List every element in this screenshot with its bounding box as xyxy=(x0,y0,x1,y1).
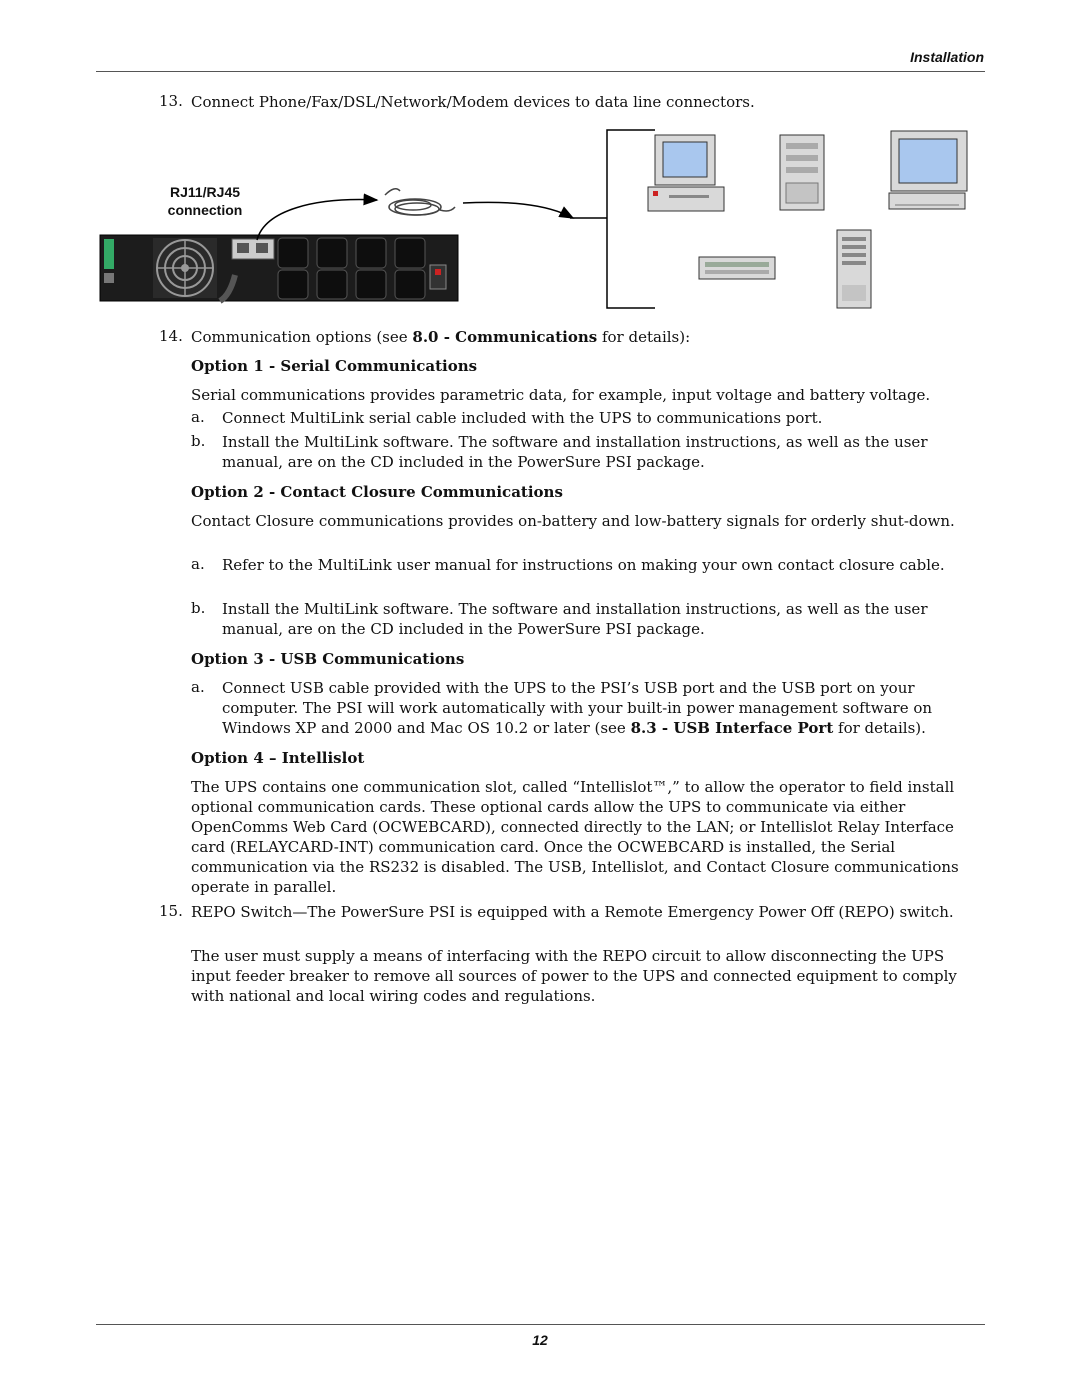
step-14-text: Communication options (see 8.0 - Communi… xyxy=(191,328,691,346)
option-1-intro: Serial communications provides parametri… xyxy=(191,386,931,404)
step-13-number: 13. xyxy=(159,92,183,110)
list-item-letter: a. xyxy=(191,555,205,573)
step-13-text: Connect Phone/Fax/DSL/Network/Modem devi… xyxy=(191,93,755,111)
footer-rule xyxy=(96,1324,985,1325)
page-number: 12 xyxy=(532,1332,548,1348)
header-rule xyxy=(96,71,985,72)
step-15-note: The user must supply a means of interfac… xyxy=(191,947,957,1005)
data-line-port-icon xyxy=(231,238,275,260)
ups-rear-panel xyxy=(99,234,459,304)
section-title: Installation xyxy=(910,49,984,65)
network-hub-icon xyxy=(698,256,776,280)
outlet-icons xyxy=(277,237,426,300)
computer-monitor-icon xyxy=(888,130,968,210)
option-1-heading: Option 1 - Serial Communications xyxy=(191,357,478,375)
list-item: Connect MultiLink serial cable included … xyxy=(222,409,823,427)
figure-label-line1: RJ11/RJ45 xyxy=(169,184,241,200)
tower-server-icon xyxy=(779,134,825,211)
list-item: Refer to the MultiLink user manual for i… xyxy=(222,556,945,574)
phone-cable-icon xyxy=(384,188,456,216)
option-2-intro: Contact Closure communications provides … xyxy=(191,512,955,530)
option-4-heading: Option 4 – Intellislot xyxy=(191,749,365,767)
option-2-heading: Option 2 - Contact Closure Communication… xyxy=(191,483,563,501)
device-bracket xyxy=(606,129,655,309)
step-15-text: REPO Switch—The PowerSure PSI is equippe… xyxy=(191,903,954,921)
list-item: Install the MultiLink software. The soft… xyxy=(222,433,928,471)
fan-grille-icon xyxy=(153,238,217,298)
section-ref-communications: 8.0 - Communications xyxy=(412,328,598,346)
section-ref-usb-port: 8.3 - USB Interface Port xyxy=(630,719,834,737)
desktop-computer-icon xyxy=(647,134,725,212)
arrow-to-cable xyxy=(256,193,379,241)
list-item-letter: b. xyxy=(191,599,206,617)
figure-label: RJ11/RJ45 connection xyxy=(150,183,260,219)
option-3-heading: Option 3 - USB Communications xyxy=(191,650,465,668)
arrow-to-devices xyxy=(462,201,575,219)
list-item: Connect USB cable provided with the UPS … xyxy=(222,679,933,737)
figure-label-line2: connection xyxy=(167,202,243,218)
list-item-letter: a. xyxy=(191,678,205,696)
list-item: Install the MultiLink software. The soft… xyxy=(222,600,928,638)
option-4-body: The UPS contains one communication slot,… xyxy=(191,778,959,896)
list-item-letter: a. xyxy=(191,408,205,426)
list-item-letter: b. xyxy=(191,432,206,450)
step-14-number: 14. xyxy=(159,327,183,345)
step-15-number: 15. xyxy=(159,902,183,920)
connection-diagram xyxy=(99,129,968,309)
rack-server-icon xyxy=(836,229,872,309)
